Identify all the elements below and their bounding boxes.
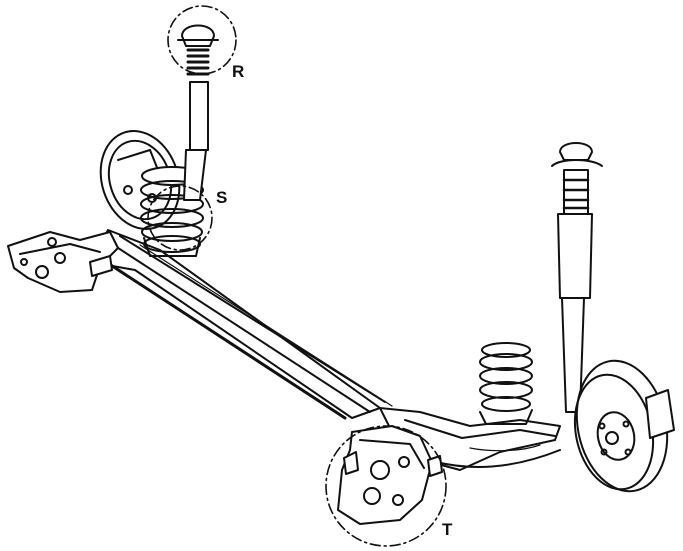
left-mount-bracket xyxy=(7,231,119,293)
callout-circle-s xyxy=(147,185,213,251)
right-coil-spring xyxy=(479,342,533,425)
callout-label-r: R xyxy=(232,62,245,81)
callout-circle-t xyxy=(325,425,447,547)
callout-circle-r xyxy=(167,5,237,75)
right-shock-absorber xyxy=(551,142,603,413)
callout-circles xyxy=(147,5,447,547)
callout-label-s: S xyxy=(216,188,228,207)
right-brake-disc xyxy=(573,359,675,493)
right-mount-bracket xyxy=(337,425,443,525)
callout-label-t: T xyxy=(442,520,453,539)
